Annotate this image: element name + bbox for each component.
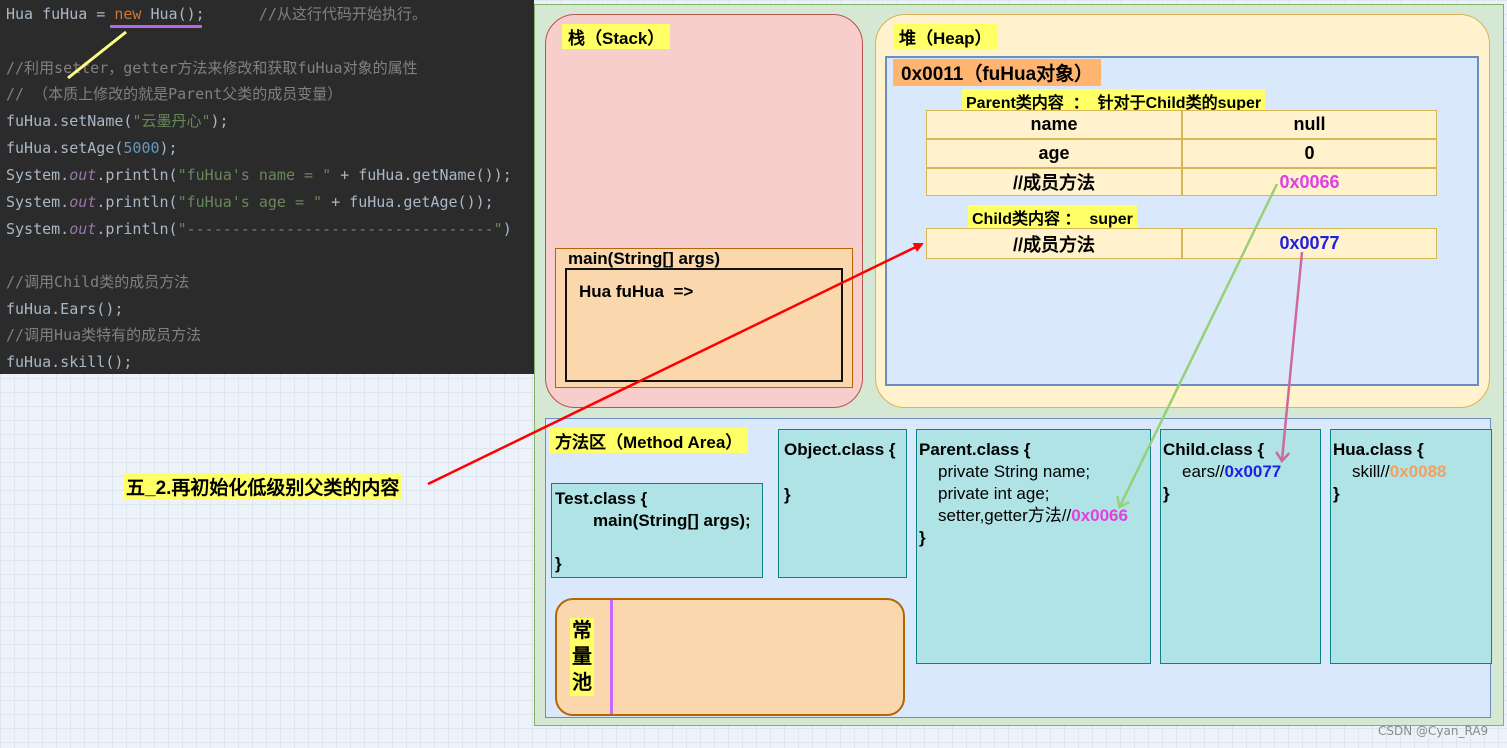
code-text: Hua(); bbox=[141, 5, 205, 23]
child-class-box: Child.class { ears//0x0077 } bbox=[1160, 429, 1321, 664]
stack-title: 栈（Stack） bbox=[562, 24, 671, 49]
code-string: "fuHua's name = " bbox=[177, 166, 332, 184]
code-text: System. bbox=[6, 193, 70, 211]
code-line-9: //调用Child类的成员方法 bbox=[6, 273, 190, 291]
child-content-label: Child类内容 ： super bbox=[968, 205, 1137, 229]
parent-class-close: } bbox=[919, 528, 926, 547]
code-number: 5000 bbox=[123, 139, 160, 157]
field-name-value: null bbox=[1182, 110, 1437, 139]
code-line-4: fuHua.setName("云墨丹心"); bbox=[6, 111, 229, 131]
test-class-box: Test.class { main(String[] args); } bbox=[551, 483, 763, 578]
child-class-header: Child.class { bbox=[1163, 440, 1265, 459]
constant-pool-label: 常 量 池 bbox=[570, 618, 594, 696]
constant-pool-char: 量 bbox=[572, 646, 592, 668]
constant-pool-divider bbox=[610, 600, 613, 714]
child-class-ears-label: ears// bbox=[1182, 462, 1225, 481]
child-methods-key: //成员方法 bbox=[926, 228, 1182, 259]
parent-class-methods-address: 0x0066 bbox=[1071, 506, 1128, 525]
hua-class-skill: skill//0x0088 bbox=[1352, 461, 1447, 483]
code-field: out bbox=[69, 166, 97, 184]
parent-methods-key: //成员方法 bbox=[926, 168, 1182, 196]
code-text: System. bbox=[6, 220, 70, 238]
code-line-5: fuHua.setAge(5000); bbox=[6, 138, 178, 158]
heap-title: 堆（Heap） bbox=[893, 24, 998, 49]
constant-pool-char: 常 bbox=[572, 620, 592, 642]
field-age-key: age bbox=[926, 139, 1182, 168]
code-text: fuHua.setAge( bbox=[6, 139, 124, 157]
code-line-7: System.out.println("fuHua's age = " + fu… bbox=[6, 192, 494, 212]
code-field: out bbox=[69, 220, 97, 238]
local-variable-box bbox=[565, 268, 843, 382]
object-class-box: Object.class { } bbox=[778, 429, 907, 578]
field-name-key: name bbox=[926, 110, 1182, 139]
code-text: Hua fuHua = bbox=[6, 5, 115, 23]
code-text: fuHua.setName( bbox=[6, 112, 133, 130]
parent-methods-address: 0x0066 bbox=[1182, 168, 1437, 196]
code-line-8: System.out.println("--------------------… bbox=[6, 219, 512, 239]
step-annotation: 五_2.再初始化低级别父类的内容 bbox=[124, 473, 402, 500]
hua-class-box: Hua.class { skill//0x0088 } bbox=[1330, 429, 1492, 664]
code-line-10: fuHua.Ears(); bbox=[6, 299, 123, 319]
code-line-11: //调用Hua类特有的成员方法 bbox=[6, 326, 202, 344]
code-text: .println( bbox=[96, 166, 178, 184]
test-class-header: Test.class { bbox=[555, 489, 648, 508]
hua-class-close: } bbox=[1333, 484, 1340, 503]
code-line-3: // （本质上修改的就是Parent父类的成员变量） bbox=[6, 85, 343, 103]
parent-class-methods: setter,getter方法//0x0066 bbox=[938, 505, 1128, 527]
hua-class-skill-address: 0x0088 bbox=[1389, 462, 1447, 481]
watermark-text: CSDN @Cyan_RA9 bbox=[1378, 724, 1489, 738]
method-area-title: 方法区（Method Area） bbox=[549, 428, 749, 453]
code-text: .println( bbox=[96, 220, 178, 238]
code-underline bbox=[110, 25, 202, 28]
parent-class-box: Parent.class { private String name; priv… bbox=[916, 429, 1151, 664]
parent-class-header: Parent.class { bbox=[919, 440, 1031, 459]
code-text: .println( bbox=[96, 193, 178, 211]
object-address-title: 0x0011（fuHua对象） bbox=[893, 59, 1102, 86]
code-text: + fuHua.getName()); bbox=[331, 166, 512, 184]
code-line-12: fuHua.skill(); bbox=[6, 352, 132, 372]
code-string: "----------------------------------" bbox=[177, 220, 503, 238]
yellow-pointer-arrow bbox=[67, 30, 127, 80]
test-class-close: } bbox=[555, 554, 562, 573]
parent-class-name-field: private String name; bbox=[938, 462, 1091, 481]
constant-pool-char: 池 bbox=[572, 672, 592, 694]
parent-content-label: Parent类内容 ： 针对于Child类的super bbox=[962, 89, 1266, 113]
object-class-close: } bbox=[784, 485, 791, 504]
code-editor-panel: Hua fuHua = new Hua(); //从这行代码开始执行。 //利用… bbox=[0, 0, 534, 374]
code-field: out bbox=[69, 193, 97, 211]
field-age-value: 0 bbox=[1182, 139, 1437, 168]
hua-class-header: Hua.class { bbox=[1333, 440, 1424, 459]
parent-class-age-field: private int age; bbox=[938, 484, 1050, 503]
code-keyword: new bbox=[114, 5, 142, 23]
child-methods-address: 0x0077 bbox=[1182, 228, 1437, 259]
child-class-ears-address: 0x0077 bbox=[1224, 462, 1282, 481]
code-comment: //从这行代码开始执行。 bbox=[204, 5, 427, 23]
code-line-2: //利用setter，getter方法来修改和获取fuHua对象的属性 bbox=[6, 59, 418, 77]
code-text: fuHua.skill(); bbox=[6, 353, 133, 371]
local-variable-fuhua: Hua fuHua => bbox=[579, 282, 694, 301]
child-class-ears: ears//0x0077 bbox=[1182, 461, 1281, 483]
child-class-close: } bbox=[1163, 484, 1170, 503]
code-string: "fuHua's age = " bbox=[177, 193, 323, 211]
code-text: ); bbox=[159, 139, 178, 157]
main-stack-frame bbox=[555, 248, 853, 388]
code-string: "云墨丹心" bbox=[132, 112, 211, 130]
hua-class-skill-label: skill// bbox=[1352, 462, 1390, 481]
code-line-6: System.out.println("fuHua's name = " + f… bbox=[6, 165, 512, 185]
object-class-header: Object.class { bbox=[784, 440, 896, 459]
code-text: + fuHua.getAge()); bbox=[322, 193, 494, 211]
code-text: fuHua.Ears(); bbox=[6, 300, 124, 318]
test-class-main: main(String[] args); bbox=[593, 511, 751, 530]
code-line-1: Hua fuHua = new Hua(); //从这行代码开始执行。 bbox=[6, 4, 427, 24]
constant-pool bbox=[555, 598, 905, 716]
code-text: ); bbox=[210, 112, 229, 130]
code-text: System. bbox=[6, 166, 70, 184]
green-address-arrow bbox=[1120, 183, 1279, 506]
pink-address-arrow bbox=[1282, 251, 1304, 460]
parent-class-methods-label: setter,getter方法// bbox=[938, 506, 1072, 525]
red-annotation-arrow bbox=[427, 242, 924, 486]
code-text: ) bbox=[502, 220, 512, 238]
stack-frame-title: main(String[] args) bbox=[568, 249, 721, 268]
